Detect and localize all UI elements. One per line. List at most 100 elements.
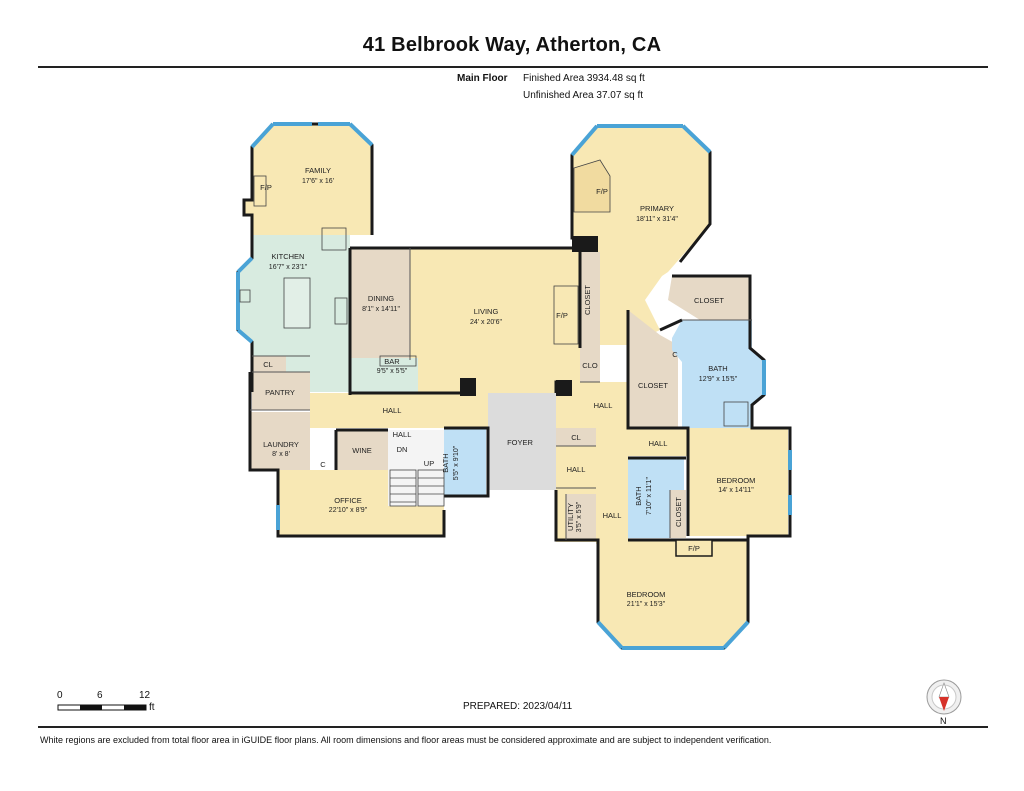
bathtub xyxy=(723,401,749,427)
hall-mid xyxy=(628,428,688,456)
living-room xyxy=(410,248,580,393)
primary-dims: 18'11" x 31'4" xyxy=(636,216,678,223)
primary-bath-room xyxy=(672,320,764,428)
room-labels: FAMILY 17'6" x 16' KITCHEN 16'7" x 23'1"… xyxy=(260,166,755,608)
bedroom-closet xyxy=(670,490,686,538)
utility-label: UTILITY xyxy=(566,503,575,531)
stair-down-label: DN xyxy=(397,445,408,454)
closet-mid-label: CLOSET xyxy=(638,381,668,390)
hall-stair-label: HALL xyxy=(393,430,412,439)
fireplace-south-bedroom xyxy=(675,539,713,557)
bedroom-bath-dims: 7'10" x 11'1" xyxy=(646,477,653,515)
hall-bath-label: BATH xyxy=(441,453,450,472)
kitchen-label: KITCHEN xyxy=(272,252,305,261)
living-label: LIVING xyxy=(474,307,499,316)
scale-unit: ft xyxy=(149,702,155,713)
dining-room xyxy=(350,248,410,358)
scale-tick-12: 12 xyxy=(139,690,151,701)
cl-small-label: CL xyxy=(571,433,581,442)
bar-label: BAR xyxy=(384,357,400,366)
fridge xyxy=(321,227,347,251)
title-divider xyxy=(38,66,988,68)
primary-bath-label: BATH xyxy=(708,364,727,373)
kitchen-sink xyxy=(239,289,251,303)
office-label: OFFICE xyxy=(334,496,362,505)
foyer-label: FOYER xyxy=(507,438,533,447)
hall-south-label: HALL xyxy=(603,511,622,520)
family-label: FAMILY xyxy=(305,166,331,175)
bedroom-closet-label: CLOSET xyxy=(674,497,683,527)
pantry-room xyxy=(252,372,310,410)
utility-room xyxy=(566,494,596,540)
footer-divider xyxy=(38,726,988,728)
hall-bath-room xyxy=(444,428,486,496)
hall-west-label: HALL xyxy=(383,406,402,415)
wine-label: WINE xyxy=(352,446,372,455)
cl-small xyxy=(556,428,596,446)
wine-room xyxy=(336,430,388,470)
clo-closet xyxy=(580,348,600,382)
fp-living-label: F/P xyxy=(556,311,568,320)
laundry-label: LAUNDRY xyxy=(263,440,299,449)
hall-small xyxy=(556,450,596,488)
scale-bar xyxy=(57,704,147,711)
fireplace-family xyxy=(253,175,267,207)
fireplace-primary xyxy=(573,159,611,213)
compass-north-label: N xyxy=(940,716,947,726)
page-title: 41 Belbrook Way, Atherton, CA xyxy=(362,34,662,56)
cl-label: CL xyxy=(263,360,273,369)
bedroom-south-label: BEDROOM xyxy=(627,590,666,599)
fixtures xyxy=(239,159,749,557)
bedroom-south-dims: 21'1" x 15'3" xyxy=(627,601,666,608)
dining-dims: 8'1" x 14'11" xyxy=(362,306,400,313)
closet-top-label: CLOSET xyxy=(694,296,724,305)
interior-walls xyxy=(250,248,752,540)
stair-treads-up xyxy=(417,469,445,507)
closet-vertical xyxy=(580,252,600,348)
fp-primary-label: F/P xyxy=(596,187,608,196)
primary-label: PRIMARY xyxy=(640,204,674,213)
pantry-label: PANTRY xyxy=(265,388,295,397)
bedroom-bath-label: BATH xyxy=(634,486,643,505)
bedroom-south-room xyxy=(598,540,748,648)
foyer-area xyxy=(488,393,556,490)
hall-mid-label: HALL xyxy=(649,439,668,448)
cl-closet xyxy=(252,356,286,372)
stair-treads xyxy=(389,469,417,507)
dining-label: DINING xyxy=(368,294,394,303)
scale-tick-0: 0 xyxy=(57,690,63,701)
kitchen-island xyxy=(283,277,311,329)
bar-area xyxy=(350,358,418,393)
footer-disclaimer: White regions are excluded from total fl… xyxy=(40,735,772,745)
bar-dims: 9'5" x 5'5" xyxy=(377,368,408,375)
unfinished-area: Unfinished Area 37.07 sq ft xyxy=(523,90,644,101)
bedroom-east-label: BEDROOM xyxy=(717,476,756,485)
c-label-laundry: C xyxy=(320,460,326,469)
family-dims: 17'6" x 16' xyxy=(302,178,334,185)
bar-counter xyxy=(379,355,417,367)
closet-top xyxy=(668,276,750,320)
hall-west xyxy=(310,393,488,428)
fireplace-living xyxy=(553,285,579,345)
hall-east-label: HALL xyxy=(594,401,613,410)
closet-vertical-label: CLOSET xyxy=(583,285,592,315)
range-cooktop xyxy=(334,297,348,325)
windows xyxy=(236,122,792,650)
bedroom-east-room xyxy=(688,428,788,536)
scale-tick-6: 6 xyxy=(97,690,103,701)
finished-area: Finished Area 3934.48 sq ft xyxy=(523,73,645,84)
primary-bath-dims: 12'9" x 15'5" xyxy=(699,376,738,383)
c-label-bath: C xyxy=(672,350,678,359)
laundry-dims: 8' x 8' xyxy=(272,451,290,458)
stair-up-label: UP xyxy=(424,459,434,468)
room-fills xyxy=(238,124,788,648)
prepared-date: PREPARED: 2023/04/11 xyxy=(463,701,573,712)
fp-family-label: F/P xyxy=(260,183,272,192)
compass xyxy=(926,679,962,715)
office-dims: 22'10" x 8'9" xyxy=(329,507,368,514)
bedroom-east-dims: 14' x 14'11" xyxy=(718,487,754,494)
hall-small-label: HALL xyxy=(567,465,586,474)
kitchen-dims: 16'7" x 23'1" xyxy=(269,264,308,271)
floor-name: Main Floor xyxy=(457,73,508,84)
